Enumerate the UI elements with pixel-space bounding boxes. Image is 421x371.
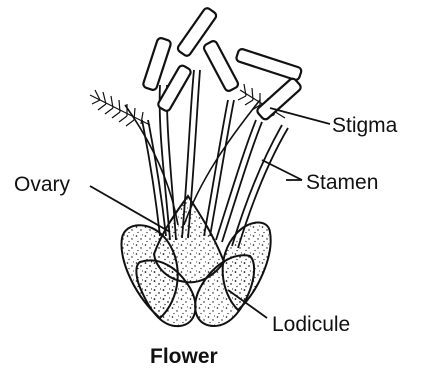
- anthers: [142, 7, 302, 121]
- label-stamen: Stamen: [306, 172, 378, 193]
- leader-stamen-1: [262, 160, 302, 180]
- leader-ovary: [90, 186, 170, 232]
- stigma-left: [90, 90, 150, 126]
- leader-stigma: [270, 108, 330, 124]
- label-ovary: Ovary: [14, 174, 70, 195]
- label-stigma: Stigma: [332, 115, 397, 136]
- diagram-caption: Flower: [150, 346, 218, 367]
- label-lodicule: Lodicule: [272, 314, 350, 335]
- ovary: [154, 196, 224, 282]
